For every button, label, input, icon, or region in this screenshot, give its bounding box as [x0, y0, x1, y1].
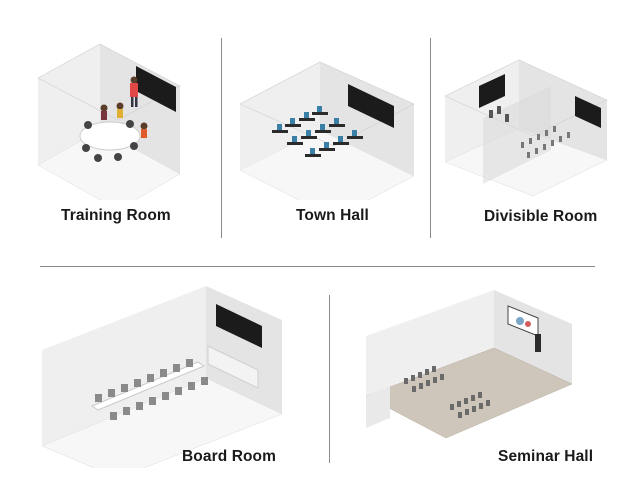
divisible-room-label: Divisible Room: [484, 208, 598, 225]
divisible-room-card: Divisible Room: [431, 0, 639, 240]
seminar-hall-illustration: [365, 290, 573, 439]
seminar-hall-label: Seminar Hall: [498, 448, 594, 465]
divider-middle: [40, 266, 595, 267]
town-hall-illustration: [239, 61, 415, 200]
board-room-label: Board Room: [182, 448, 276, 465]
board-room-illustration: [41, 286, 283, 468]
town-hall-card: Town Hall: [222, 0, 430, 240]
seminar-hall-card: Seminar Hall: [330, 268, 639, 478]
divider-top-right: [430, 38, 431, 238]
training-room-illustration: [37, 43, 181, 200]
divider-top-left: [221, 38, 222, 238]
town-hall-label: Town Hall: [296, 207, 369, 224]
divisible-room-illustration: [444, 59, 608, 197]
divider-bottom: [329, 295, 330, 463]
training-room-card: Training Room: [0, 0, 221, 240]
board-room-card: Board Room: [0, 268, 329, 478]
training-room-label: Training Room: [61, 207, 171, 224]
